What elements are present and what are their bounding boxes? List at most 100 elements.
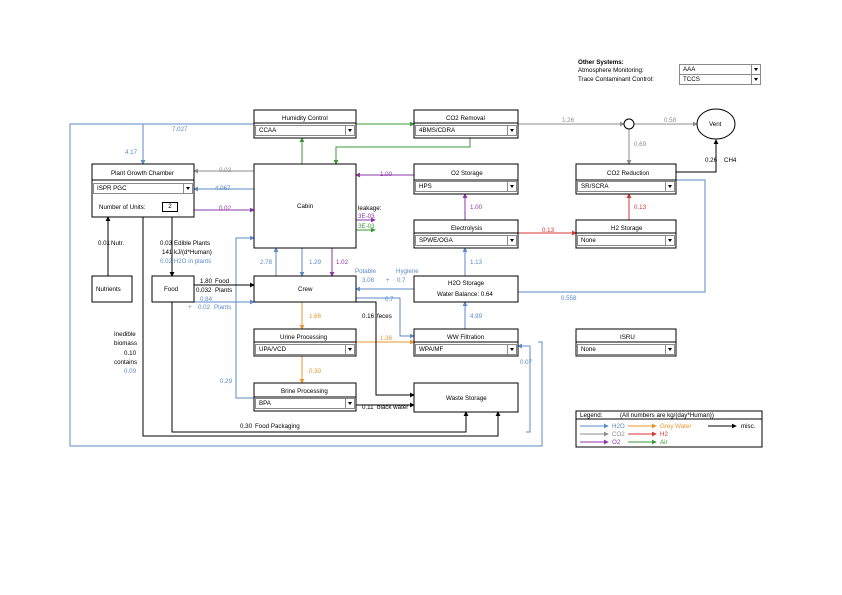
cabin-title: Cabin [297, 203, 314, 210]
flow-label: 3E-03 [358, 223, 375, 230]
flow-label: 0.58 [664, 117, 677, 124]
co2-reduction-title: CO2 Reduction [607, 170, 650, 177]
flow-air-co2-to-cabin [333, 138, 471, 165]
flow-label: 0.11 [362, 404, 374, 411]
o2-storage-value: HPS [419, 183, 432, 190]
flow-label: 0.26 [705, 157, 718, 164]
legend-co2: CO2 [612, 431, 625, 438]
flow-label: 0.69 [634, 141, 647, 148]
electrolysis-title: Electrolysis [451, 225, 483, 232]
co2-reduction-value: SR/SCRA [581, 183, 609, 190]
plant-units-input[interactable]: 2 [162, 202, 178, 212]
flow-label: 141 kJ/(d*Human) [162, 249, 212, 256]
brine-processing-select[interactable]: BPA [255, 398, 355, 409]
flow-misc-crew-to-waste [346, 301, 415, 398]
atmosphere-monitoring-label: Atmosphere Monitoring: [578, 67, 644, 74]
flow-label: leakage: [358, 205, 382, 212]
flow-label: 4.17 [125, 149, 138, 156]
electrolysis-select[interactable]: SPWE/OGA [415, 235, 517, 246]
chevron-down-icon [751, 65, 760, 74]
h2-storage-select[interactable]: None [577, 235, 675, 246]
flow-label: Plants [214, 304, 232, 311]
o2-storage-select[interactable]: HPS [415, 181, 517, 192]
flow-label: contains [114, 359, 138, 366]
other-systems-title: Other Systems: [578, 59, 624, 66]
flow-label: Food Packaging [255, 423, 300, 430]
flow-label: + [386, 277, 390, 284]
flow-h2o-outer-loop [69, 123, 543, 447]
flow-label: 0.03 [219, 167, 232, 174]
co2-removal-select[interactable]: 4BMS/CDRA [415, 125, 517, 136]
flow-misc-inedible-biomass [142, 217, 501, 437]
chevron-down-icon [507, 126, 516, 135]
legend-misc: misc. [741, 423, 756, 430]
ww-filtration-select[interactable]: WPA/MF [415, 344, 517, 355]
flow-label: biomass [114, 340, 138, 347]
chevron-down-icon [751, 75, 760, 84]
legend-h2o: H2O [612, 423, 625, 430]
flow-label: 0.7 [385, 296, 394, 303]
urine-processing-select[interactable]: UPA/VCD [255, 344, 355, 355]
flow-label: 0.032 [196, 287, 212, 294]
flow-label: Hygiene [396, 268, 419, 275]
chevron-down-icon [665, 345, 674, 354]
nutrients-title: Nutrients [96, 286, 121, 293]
flow-label: 0.29 [220, 378, 233, 385]
flow-label: 1.66 [309, 313, 322, 320]
isru-title: ISRU [620, 334, 635, 341]
chevron-down-icon [507, 182, 516, 191]
flow-label: 0.7 [397, 277, 406, 284]
flow-label: 3.08 [362, 277, 375, 284]
legend-o2: O2 [612, 439, 621, 446]
flow-label: 0.09 [124, 368, 137, 375]
flow-label: 1.80 [200, 278, 213, 285]
module-vent [696, 108, 736, 140]
flow-label: 2.78 [260, 259, 273, 266]
flow-label: Plants [215, 287, 233, 294]
trace-contaminant-label: Trace Contaminant Control: [578, 76, 654, 83]
chevron-down-icon [345, 126, 354, 135]
flow-label: 1.13 [470, 259, 483, 266]
flow-label: 0.02 [219, 205, 232, 212]
flow-label: 3E-03 [358, 213, 375, 220]
legend-air: Air [660, 439, 668, 446]
flow-label: feces [377, 313, 392, 320]
flow-label: + [188, 304, 192, 311]
flow-h2o-crew-to-wwf [356, 297, 415, 339]
flow-label: 1.36 [380, 335, 393, 342]
flow-label: CH4 [724, 157, 737, 164]
flow-label: 0.16 [362, 313, 375, 320]
plant-growth-title: Plant Growth Chamber [111, 170, 174, 177]
flow-label: 1.29 [309, 259, 322, 266]
h2-storage-value: None [581, 237, 596, 244]
flow-label: 0.30 [309, 368, 322, 375]
flow-label: 4.067 [215, 185, 231, 192]
isru-select[interactable]: None [577, 344, 675, 355]
plant-growth-select[interactable]: ISPR PGC [93, 183, 193, 194]
module-cabin [253, 163, 357, 249]
electrolysis-value: SPWE/OGA [419, 237, 453, 244]
legend-title: Legend: [580, 412, 603, 419]
atmosphere-monitoring-value: AAA [683, 66, 696, 73]
flow-label: 0.02 [198, 304, 211, 311]
co2-split-node [623, 118, 635, 130]
waste-storage-title: Waste Storage [446, 395, 487, 402]
module-crew [253, 275, 357, 303]
module-food [151, 275, 195, 303]
chevron-down-icon [345, 345, 354, 354]
ww-filtration-title: WW Filtration [447, 334, 485, 341]
flow-label: 0.30 [240, 423, 253, 430]
chevron-down-icon [507, 345, 516, 354]
humidity-control-value: CCAA [259, 127, 277, 134]
trace-contaminant-select[interactable]: TCCS [679, 74, 761, 85]
ww-filtration-value: WPA/MF [419, 346, 444, 353]
brine-processing-value: BPA [259, 400, 271, 407]
flow-label: Food [215, 278, 230, 285]
flow-label: 0.10 [124, 350, 137, 357]
flow-label: Potable [355, 268, 376, 275]
humidity-control-select[interactable]: CCAA [255, 125, 355, 136]
flow-label: Nutr. [111, 240, 125, 247]
flow-label: 0.84 [200, 296, 213, 303]
co2-reduction-select[interactable]: SR/SCRA [577, 181, 675, 192]
